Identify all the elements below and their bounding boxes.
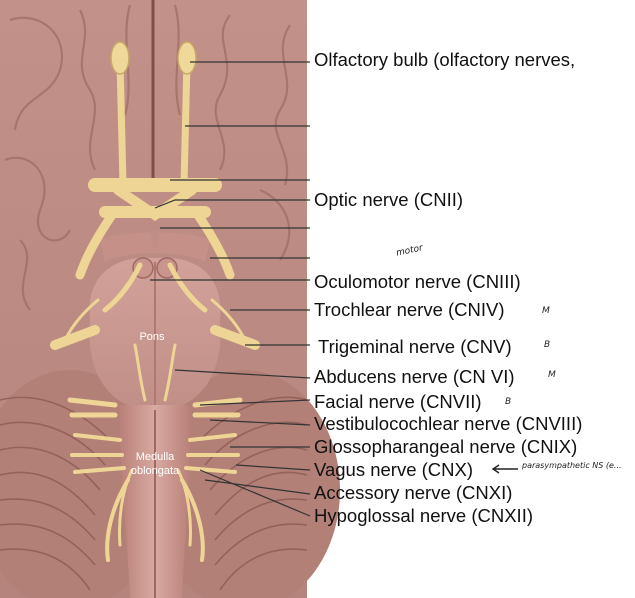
medulla-label-line1: Medulla [136, 451, 175, 463]
note-facial: B [505, 397, 512, 407]
label-facial: Facial nerve (CNVII) [314, 391, 482, 412]
label-trigeminal: Trigeminal nerve (CNV) [318, 336, 512, 357]
olfactory-bulb-left [110, 41, 130, 75]
label-vagus: Vagus nerve (CNX) [314, 459, 474, 480]
label-olfactory: Olfactory bulb (olfactory nerves, [314, 49, 576, 70]
medulla-label-line2: oblongata [131, 465, 180, 477]
pituitary-stalk [150, 230, 160, 248]
label-optic: Optic nerve (CNII) [314, 189, 464, 210]
note-trigeminal: B [544, 340, 551, 350]
label-oculomotor: Oculomotor nerve (CNIII) [314, 271, 521, 292]
cerebellum-right [150, 370, 340, 598]
note-vagus: parasympathetic NS (e... [522, 461, 622, 470]
label-vestibulocochlear: Vestibulocochlear nerve (CNVIII) [314, 413, 583, 434]
note-trochlear: M [542, 306, 550, 316]
cranial-nerves [50, 56, 260, 562]
pons-label: Pons [139, 331, 165, 343]
cerebral-gyri [4, 4, 291, 311]
leader-lines [150, 61, 311, 517]
olfactory-bulb-right [177, 41, 197, 75]
label-glossopharyngeal: Glossopharangeal nerve (CNIX) [314, 436, 578, 457]
vagus-arrow-icon [491, 464, 518, 474]
label-trochlear: Trochlear nerve (CNIV) [314, 299, 505, 320]
label-hypoglossal: Hypoglossal nerve (CNXII) [314, 505, 533, 526]
label-accessory: Accessory nerve (CNXI) [314, 482, 513, 503]
note-abducens: M [548, 370, 556, 380]
label-abducens: Abducens nerve (CN VI) [314, 366, 515, 387]
